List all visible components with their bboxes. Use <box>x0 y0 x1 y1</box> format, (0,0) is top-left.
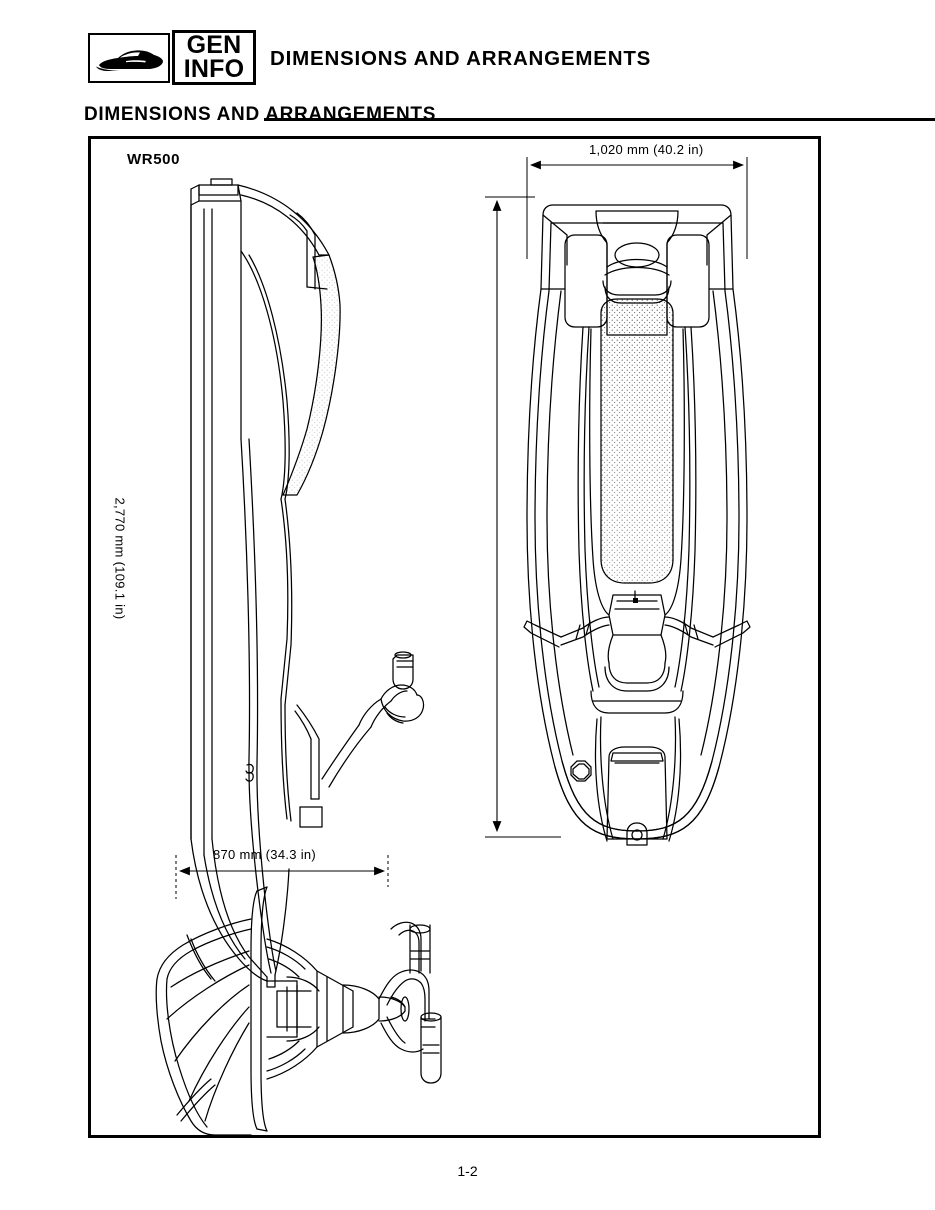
figure-frame: WR500 <box>88 136 821 1138</box>
page-number: 1-2 <box>457 1163 478 1179</box>
dimension-width-label: 1,020 mm (40.2 in) <box>589 142 704 157</box>
watercraft-silhouette-icon <box>96 50 163 71</box>
page-header: GEN INFO DIMENSIONS AND ARRANGEMENTS <box>88 30 935 121</box>
dimension-length-label: 2,770 mm (109.1 in) <box>112 497 128 620</box>
header-title: DIMENSIONS AND ARRANGEMENTS <box>270 47 652 70</box>
section-title: DIMENSIONS AND ARRANGEMENTS <box>84 104 437 125</box>
header-rule <box>264 118 935 121</box>
model-label: WR500 <box>127 151 181 168</box>
dimension-lines <box>175 157 748 899</box>
technical-drawing <box>155 157 751 1136</box>
dimension-height-label: 870 mm (34.3 in) <box>213 847 317 862</box>
badge-line-gen: GEN <box>186 30 242 59</box>
top-view-group <box>523 204 751 846</box>
side-view-group <box>190 178 425 988</box>
logo-box <box>88 33 170 83</box>
front-view-group <box>155 886 442 1136</box>
gen-info-badge: GEN INFO <box>172 30 256 85</box>
badge-line-info: INFO <box>183 54 245 83</box>
